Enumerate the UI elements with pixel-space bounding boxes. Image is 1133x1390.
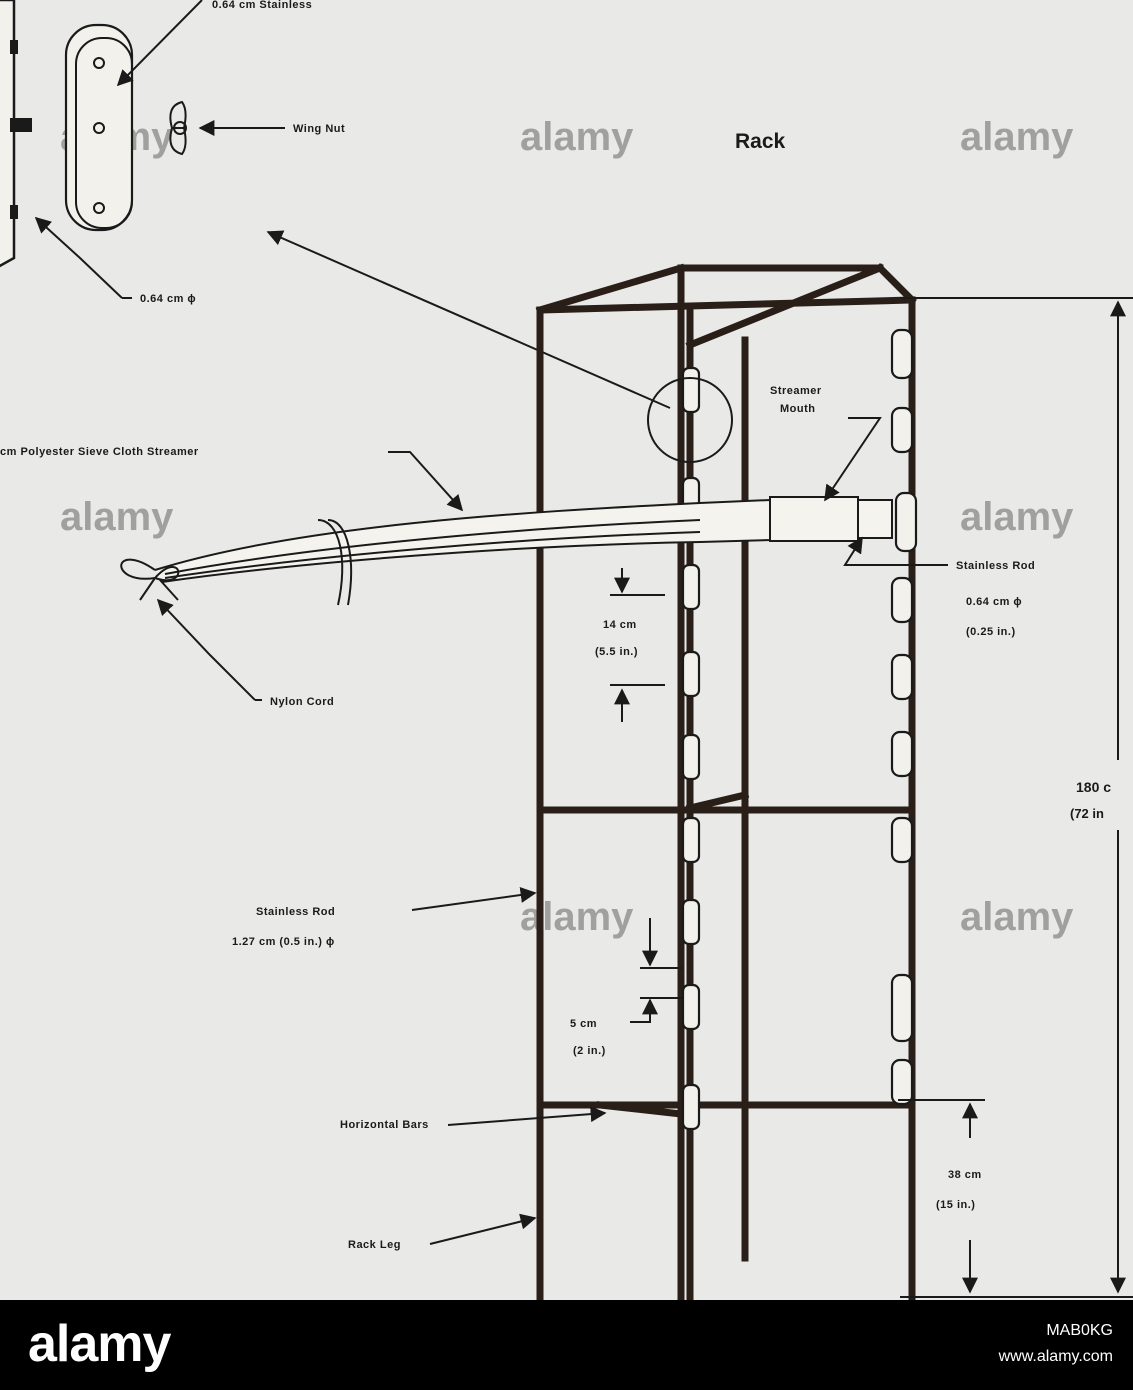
watermark: alamy: [960, 115, 1074, 159]
stock-footer: alamy MAB0KG www.alamy.com: [0, 1300, 1133, 1390]
horizontal-bars-label: Horizontal Bars: [340, 1119, 429, 1131]
streamer-mouth-label: Streamer: [770, 385, 822, 397]
dim-5-in: (2 in.): [573, 1045, 606, 1057]
dim-38-cm: 38 cm: [948, 1169, 982, 1181]
stainless-rod-left-label: Stainless Rod: [256, 906, 335, 918]
dim-14-cm: 14 cm: [603, 619, 637, 631]
small-diameter-label: 0.64 cm ϕ: [140, 293, 196, 305]
height-cm-label: 180 c: [1076, 779, 1111, 795]
streamer-label: cm Polyester Sieve Cloth Streamer: [0, 446, 199, 458]
clamps-right: [890, 328, 918, 1106]
height-in-label: (72 in: [1070, 806, 1104, 821]
clamps-center: [681, 366, 701, 1131]
rack-leg-label: Rack Leg: [348, 1239, 401, 1251]
image-id-block: MAB0KG www.alamy.com: [999, 1318, 1113, 1370]
watermark-layer: alamy alamy alamy alamy alamy alamy alam…: [60, 115, 1074, 939]
watermark: alamy: [960, 895, 1074, 939]
stainless-plate-label: 0.64 cm Stainless: [212, 0, 312, 11]
wing-nut-label: Wing Nut: [293, 123, 345, 135]
nylon-cord-label: Nylon Cord: [270, 696, 334, 708]
magnify-circle: [647, 377, 733, 463]
watermark: alamy: [960, 495, 1074, 539]
detail-rod: [0, 0, 32, 268]
watermark: alamy: [520, 115, 634, 159]
rack-diagram: alamy alamy alamy alamy alamy alamy alam…: [0, 0, 1133, 1300]
wing-nut-icon: [169, 100, 187, 156]
streamer-mouth-label-2: Mouth: [780, 403, 815, 415]
stainless-rod-right-inches: (0.25 in.): [966, 626, 1016, 638]
detail-plate: [64, 23, 134, 232]
rack-frame: [535, 263, 917, 1300]
dim-14-in: (5.5 in.): [595, 646, 638, 658]
streamer: [120, 496, 893, 606]
stainless-rod-left-diameter: 1.27 cm (0.5 in.) ϕ: [232, 936, 335, 948]
image-id: MAB0KG: [1046, 1322, 1113, 1339]
dim-5-cm: 5 cm: [570, 1018, 597, 1030]
stainless-rod-right-label: Stainless Rod: [956, 560, 1035, 572]
alamy-logo[interactable]: alamy: [28, 1315, 171, 1373]
diagram-title: Rack: [735, 130, 786, 153]
stainless-rod-right-diameter: 0.64 cm ϕ: [966, 596, 1022, 608]
watermark: alamy: [60, 495, 174, 539]
dim-38-in: (15 in.): [936, 1199, 975, 1211]
site-url[interactable]: www.alamy.com: [998, 1348, 1113, 1365]
